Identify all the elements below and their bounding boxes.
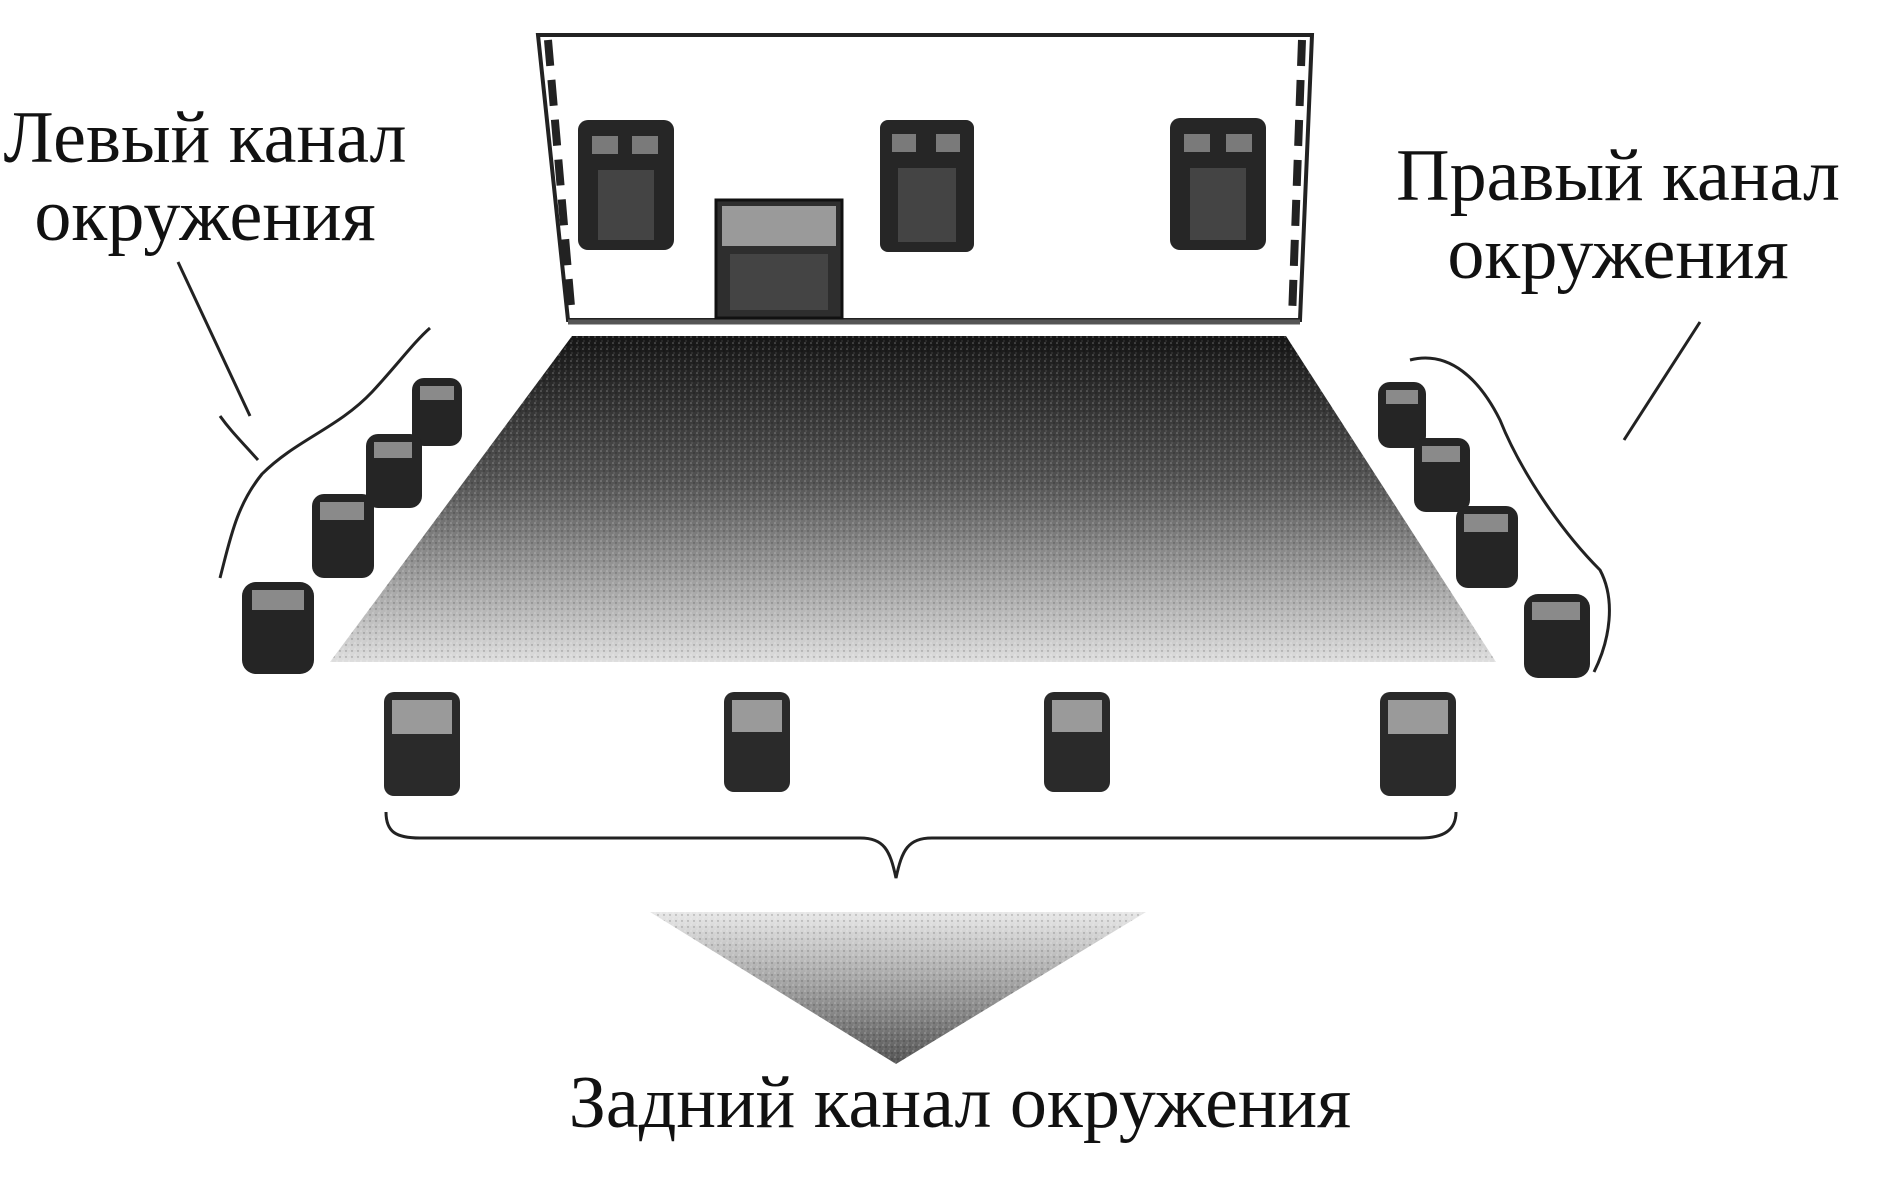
left-surround-speaker-3: [312, 494, 374, 578]
rear-surround-speaker-4: [1380, 692, 1456, 796]
rear-surround-speaker-2: [724, 692, 790, 792]
right-surround-speaker-2: [1414, 438, 1470, 512]
left-surround-label-line-1: Левый канал: [3, 97, 407, 179]
right-surround-speaker-1: [1378, 382, 1426, 448]
rear-surround-brace: [384, 811, 1458, 879]
right-surround-label-line-1: Правый канал: [1396, 135, 1840, 217]
floor: [330, 336, 1496, 750]
left-surround-brace: [218, 326, 431, 579]
rear-surround-label: Задний канал окружения: [568, 1062, 1352, 1144]
right-surround-speaker-4: [1524, 594, 1590, 678]
screen-speaker-right: [1170, 118, 1266, 250]
left-surround-speaker-2: [366, 434, 422, 508]
right-surround-label-line-2: окружения: [1447, 212, 1789, 295]
left-surround-speaker-1: [412, 378, 462, 446]
screen-speaker-center: [880, 120, 974, 252]
left-surround-label-line-2: окружения: [34, 174, 376, 257]
left-leader-line: [176, 261, 252, 417]
screen-speaker-left: [578, 120, 674, 250]
right-surround-brace: [1409, 356, 1611, 673]
rear-surround-speaker-3: [1044, 692, 1110, 792]
left-surround-label: Левый канал окружения: [0, 97, 410, 257]
right-surround-speaker-3: [1456, 506, 1518, 588]
subwoofer: [714, 198, 844, 320]
right-leader-line: [1622, 321, 1702, 441]
left-surround-speaker-4: [242, 582, 314, 674]
rear-surround-speaker-1: [384, 692, 460, 796]
right-surround-label: Правый канал окружения: [1378, 135, 1858, 295]
rear-sound-cone: [650, 912, 1146, 1064]
